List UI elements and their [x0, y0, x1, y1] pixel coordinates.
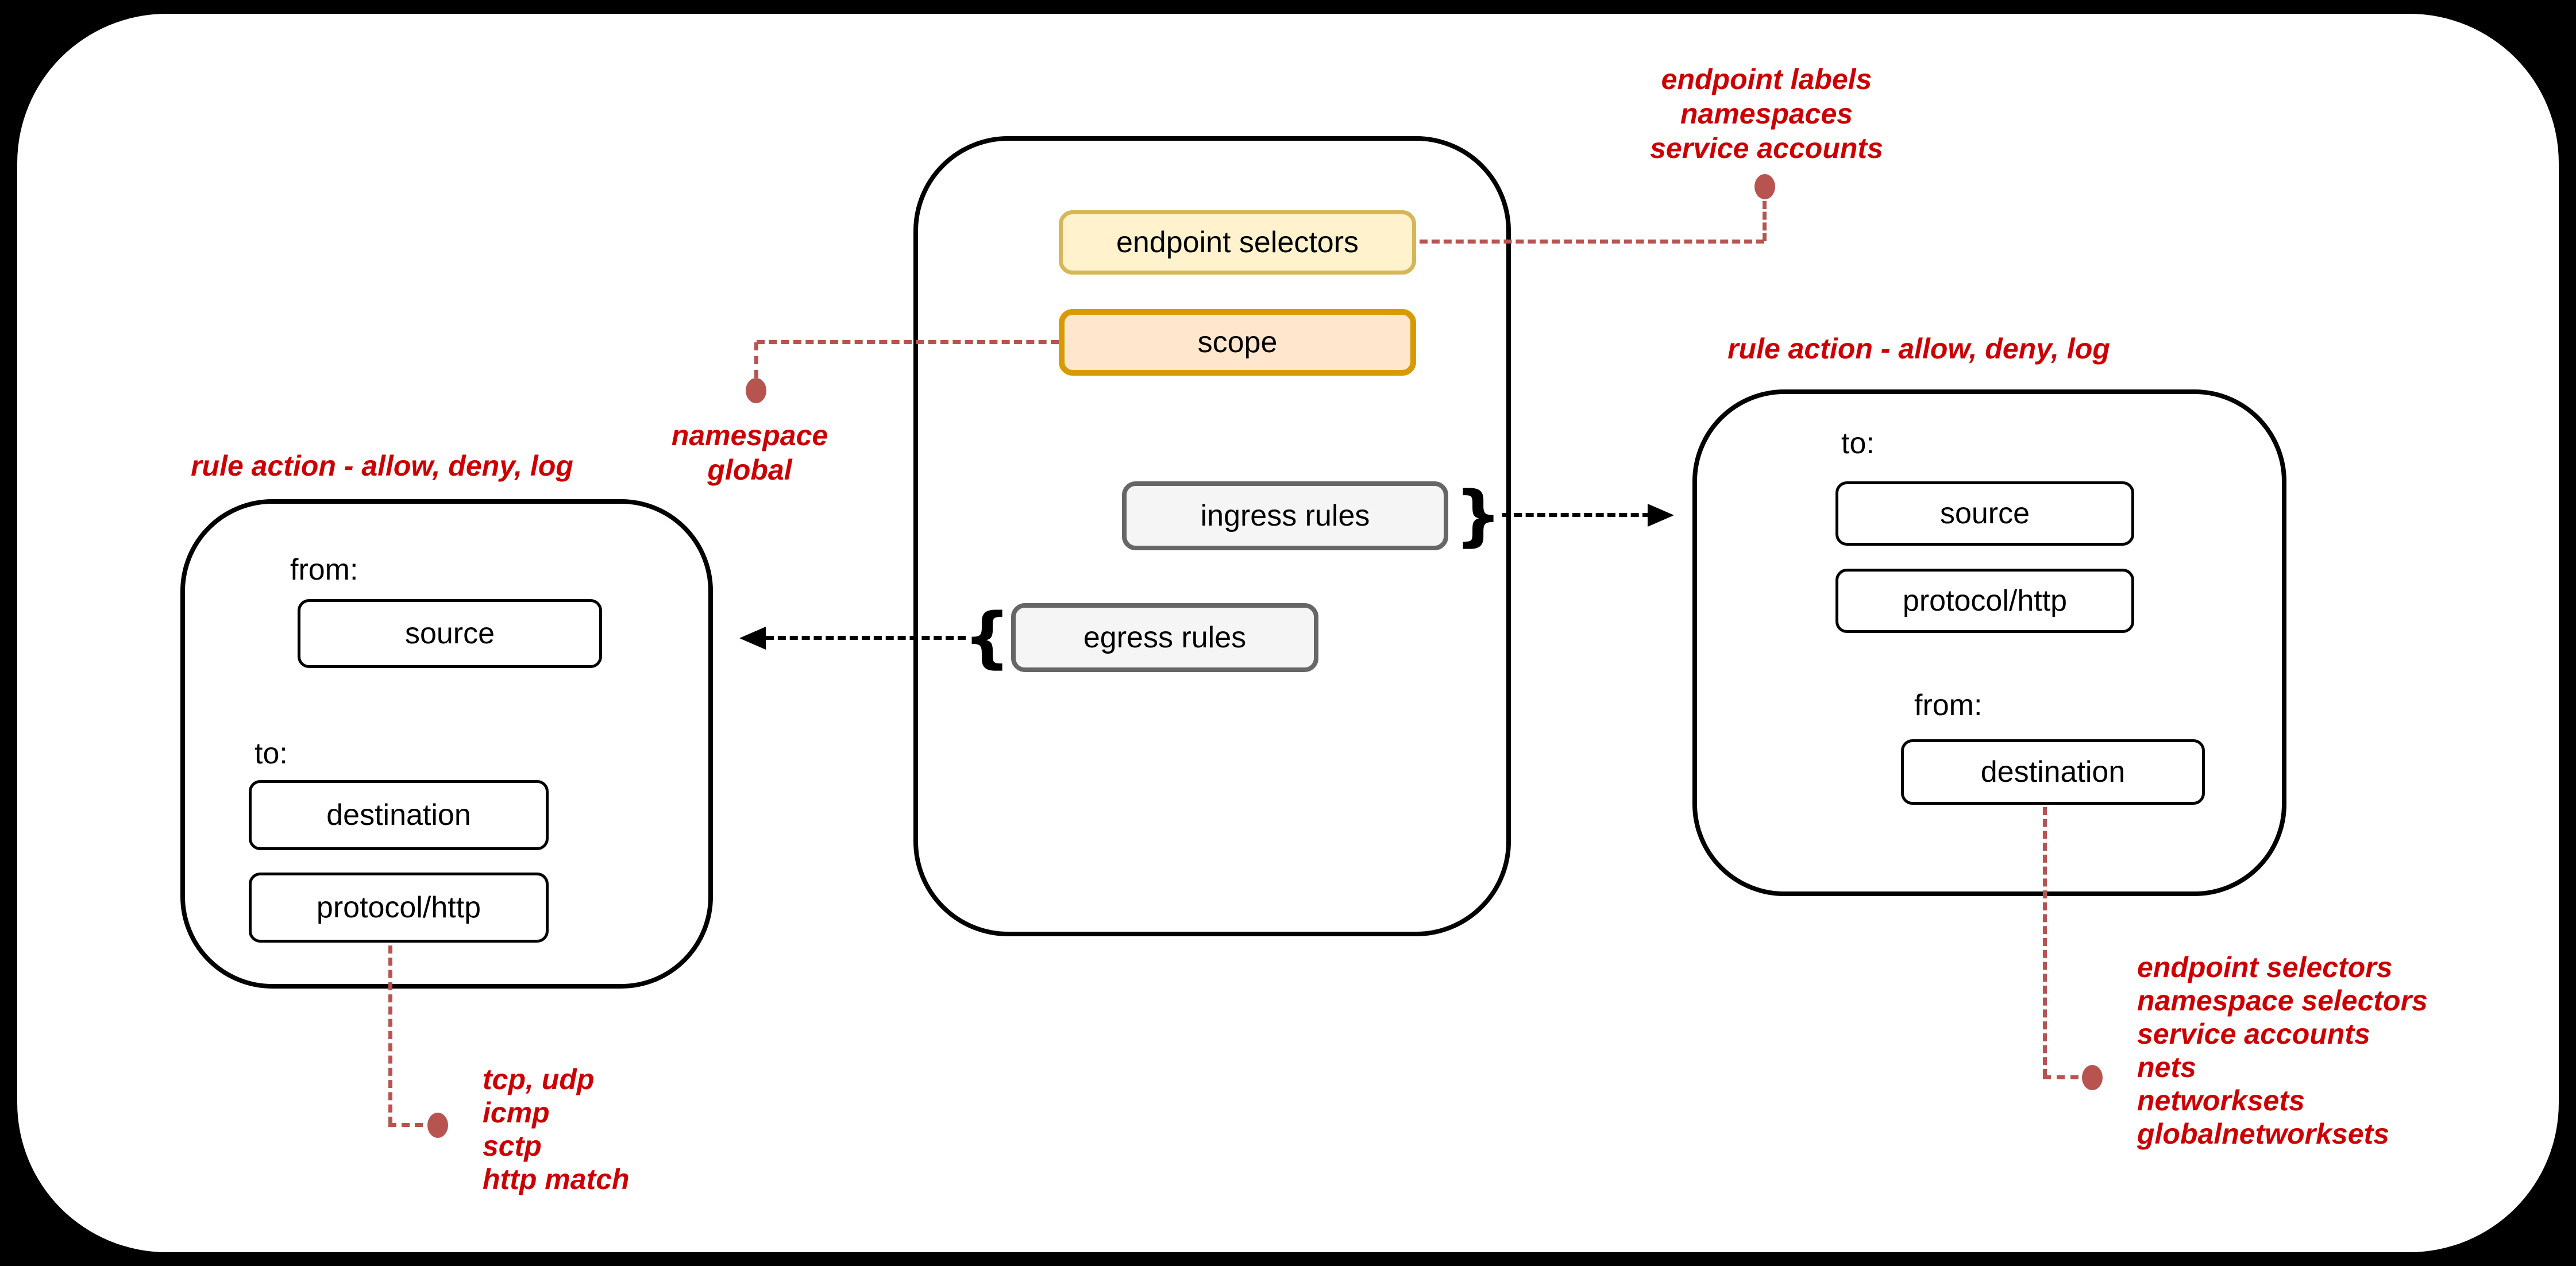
note-line: global	[707, 454, 792, 486]
scope-label: scope	[1197, 326, 1278, 359]
egress-destination-box: destination	[249, 780, 549, 850]
ingress-rule-detail-box	[1692, 389, 2286, 896]
destination-annotation-line-h	[2043, 1075, 2078, 1079]
egress-arrow-head-icon	[739, 627, 766, 650]
egress-from-label: from:	[290, 553, 358, 586]
scope-annotation-line-h	[757, 340, 1059, 344]
endpoint-selectors-label: endpoint selectors	[1116, 226, 1359, 259]
note-line: icmp	[483, 1097, 550, 1129]
ingress-brace-icon: }	[1455, 477, 1502, 554]
egress-protocol-box: protocol/http	[249, 873, 549, 943]
ingress-rules-label: ingress rules	[1200, 499, 1370, 532]
endpoint-selectors-box: endpoint selectors	[1059, 210, 1416, 275]
note-line: service accounts	[1650, 132, 1883, 164]
egress-to-label: to:	[254, 737, 288, 770]
note-line: networksets	[2137, 1084, 2305, 1117]
note-line: namespaces	[1680, 98, 1853, 130]
note-line: tcp, udp	[483, 1063, 595, 1095]
ingress-source-label: source	[1939, 497, 2030, 530]
note-line: service accounts	[2137, 1018, 2370, 1050]
egress-rules-box: egress rules	[1011, 603, 1318, 672]
note-line: endpoint labels	[1661, 63, 1872, 95]
note-line: http match	[483, 1163, 630, 1195]
scope-notes: namespace global	[635, 418, 865, 487]
ingress-destination-box: destination	[1901, 739, 2205, 805]
ingress-protocol-box: protocol/http	[1835, 569, 2134, 633]
ingress-rule-title: rule action - allow, deny, log	[1727, 333, 2110, 365]
note-line: namespace	[671, 419, 828, 451]
egress-destination-label: destination	[326, 798, 471, 832]
egress-arrow-line	[766, 636, 966, 640]
destination-annotation-dot	[2082, 1065, 2103, 1090]
ingress-arrow-line	[1502, 513, 1651, 517]
protocol-notes: tcp, udp icmp sctp http match	[483, 1063, 630, 1196]
scope-annotation-dot	[746, 378, 766, 403]
egress-rule-title: rule action - allow, deny, log	[191, 450, 573, 482]
ingress-source-box: source	[1835, 481, 2134, 546]
ingress-destination-label: destination	[1980, 755, 2126, 789]
egress-brace-icon: {	[963, 599, 1011, 676]
note-line: nets	[2137, 1051, 2196, 1083]
endpoint-annotation-dot	[1754, 174, 1775, 199]
note-line: globalnetworksets	[2137, 1118, 2389, 1150]
note-line: namespace selectors	[2137, 985, 2428, 1017]
endpoint-annotation-line-v	[1763, 201, 1767, 241]
scope-box: scope	[1059, 309, 1416, 376]
protocol-annotation-line-h	[388, 1123, 423, 1127]
scope-annotation-line-v	[754, 342, 758, 378]
ingress-to-label: to:	[1841, 427, 1875, 460]
note-line: sctp	[483, 1130, 542, 1162]
protocol-annotation-dot	[427, 1113, 448, 1138]
ingress-from-label: from:	[1914, 689, 1983, 722]
egress-protocol-label: protocol/http	[316, 891, 481, 924]
policy-container	[913, 136, 1511, 936]
egress-rules-label: egress rules	[1083, 621, 1247, 654]
endpoint-annotation-line-h	[1420, 240, 1764, 244]
egress-source-label: source	[404, 617, 495, 650]
egress-source-box: source	[298, 599, 602, 668]
ingress-arrow-head-icon	[1648, 504, 1674, 527]
note-line: endpoint selectors	[2137, 951, 2393, 983]
destination-annotation-line-v	[2043, 807, 2047, 1077]
ingress-rules-box: ingress rules	[1122, 481, 1448, 550]
ingress-protocol-label: protocol/http	[1902, 584, 2068, 617]
destination-notes: endpoint selectors namespace selectors s…	[2137, 951, 2428, 1151]
endpoint-selector-notes: endpoint labels namespaces service accou…	[1565, 62, 1968, 165]
protocol-annotation-line-v	[388, 945, 392, 1125]
